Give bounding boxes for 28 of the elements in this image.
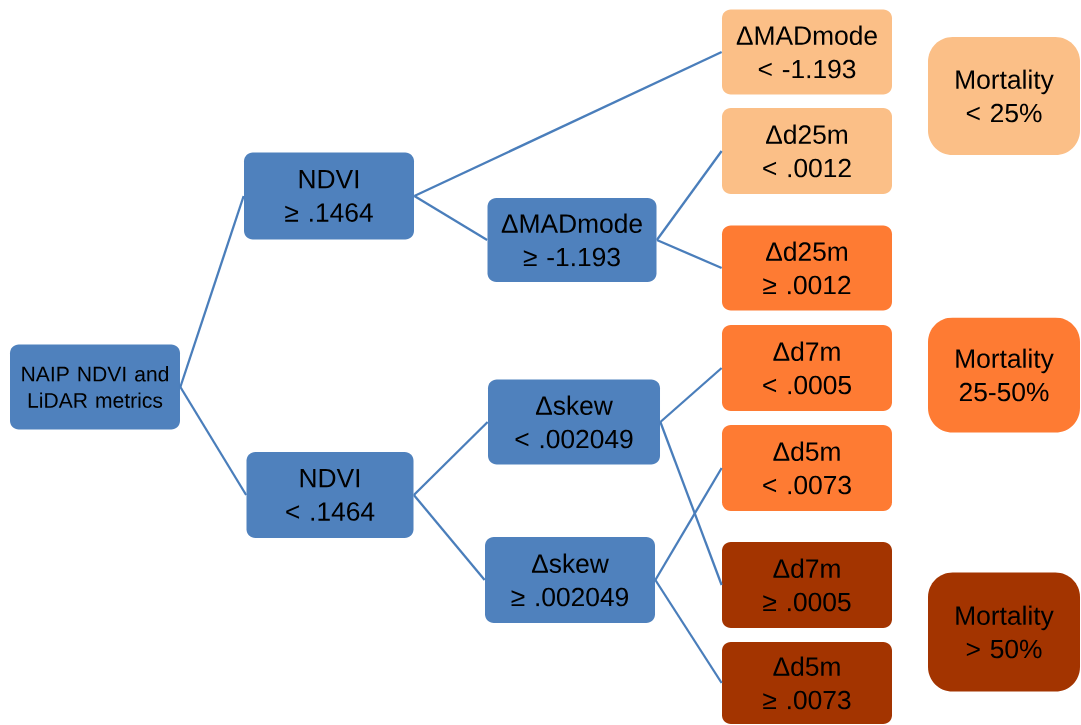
connector-line	[413, 195, 488, 241]
connector-line	[413, 50, 723, 198]
split-box: ΔMADmode ≥ -1.193	[487, 198, 657, 282]
split-box: Δskew ≥ .002049	[485, 537, 655, 623]
connector-line	[659, 367, 723, 423]
connector-line	[656, 238, 723, 270]
leaf-box: Δd25m < .0012	[722, 108, 892, 194]
connector-line	[413, 421, 489, 496]
leaf-box: Δd5m < .0073	[722, 425, 892, 511]
connector-line	[655, 150, 723, 241]
connector-line	[413, 494, 486, 581]
leaf-box: Δd25m ≥ .0012	[722, 225, 892, 311]
connector-line	[179, 195, 245, 388]
connector-line	[654, 467, 723, 581]
leaf-box: Δd7m ≥ .0005	[722, 542, 892, 628]
leaf-box: Δd5m ≥ .0073	[722, 642, 892, 724]
connector-line	[659, 421, 723, 586]
mortality-box: Mortality < 25%	[928, 37, 1080, 155]
connector-line	[654, 579, 723, 684]
split-box: NDVI < .1464	[246, 452, 414, 538]
split-box: NDVI ≥ .1464	[244, 152, 414, 240]
mortality-box: Mortality 25-50%	[928, 317, 1080, 433]
connector-line	[179, 386, 248, 496]
leaf-box: ΔMADmode < -1.193	[722, 9, 892, 95]
mortality-box: Mortality > 50%	[928, 572, 1080, 692]
split-box: Δskew < .002049	[488, 379, 660, 465]
root-box: NAIP NDVI and LiDAR metrics	[10, 344, 180, 430]
leaf-box: Δd7m < .0005	[722, 325, 892, 411]
